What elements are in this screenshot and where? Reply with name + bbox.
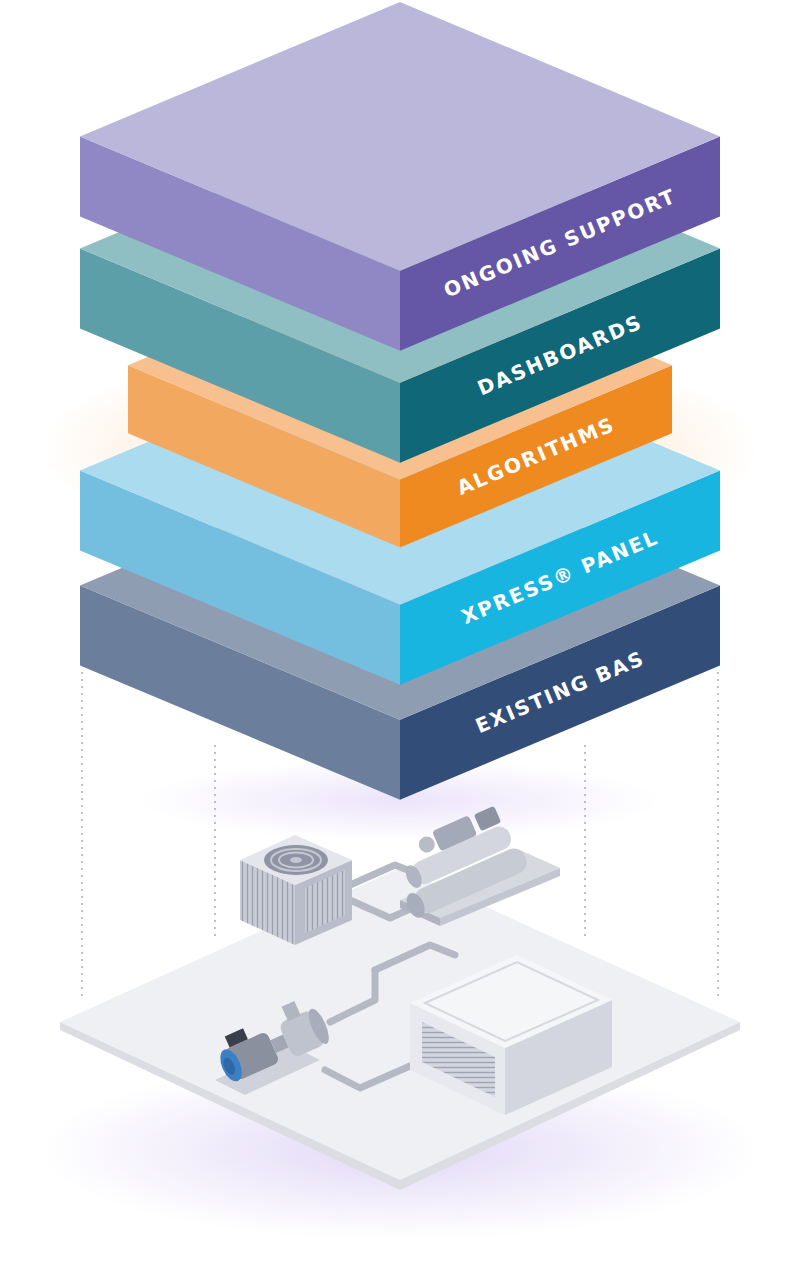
air-handling-unit [410, 955, 612, 1115]
condenser-unit [240, 835, 352, 945]
pump [209, 993, 332, 1095]
chiller [383, 801, 560, 926]
layer-slab: ONGOING SUPPORT [80, 2, 720, 351]
floor [60, 868, 740, 1180]
slab-outline [80, 2, 720, 351]
